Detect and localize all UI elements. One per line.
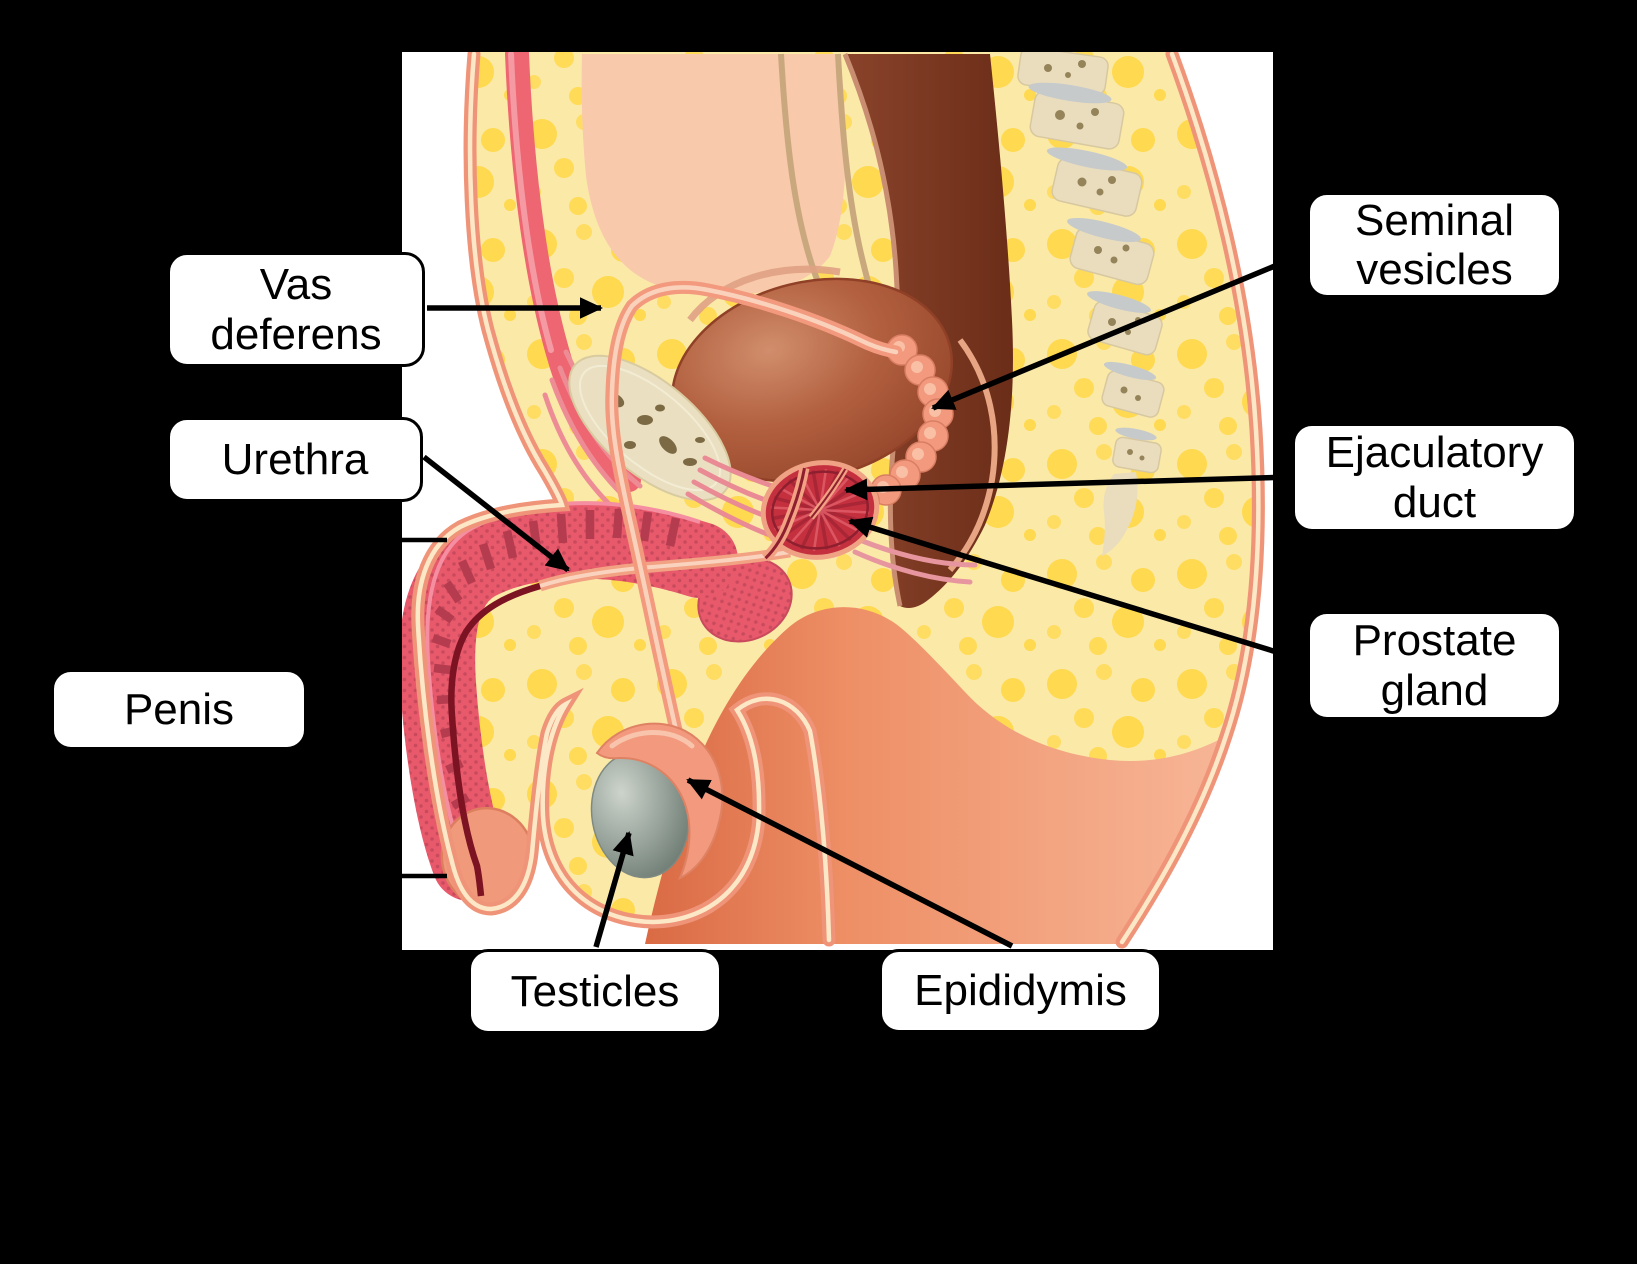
- abdominal-cavity: [581, 54, 846, 296]
- penile-urethra: [448, 582, 541, 897]
- label-seminal-vesicles[interactable]: Seminal vesicles: [1307, 192, 1562, 298]
- vas-deferens-duct: [605, 280, 903, 763]
- label-prostate-gland[interactable]: Prostate gland: [1307, 611, 1562, 720]
- label-urethra-text: Urethra: [221, 434, 369, 484]
- label-vas-deferens[interactable]: Vas deferens: [167, 252, 425, 367]
- label-testicles-text: Testicles: [510, 966, 680, 1016]
- corpus-cavernosum: [402, 502, 738, 901]
- label-penis[interactable]: Penis: [51, 669, 307, 750]
- label-urethra[interactable]: Urethra: [167, 417, 423, 502]
- label-epididymis-text: Epididymis: [914, 966, 1127, 1016]
- label-ejaculatory-duct[interactable]: Ejaculatory duct: [1292, 423, 1577, 532]
- label-penis-text: Penis: [123, 684, 235, 734]
- label-prostate-gland-text: Prostate gland: [1352, 616, 1517, 715]
- anatomy-illustration: [402, 52, 1273, 950]
- label-ejaculatory-duct-text: Ejaculatory duct: [1325, 428, 1544, 527]
- label-epididymis[interactable]: Epididymis: [879, 949, 1162, 1033]
- label-testicles[interactable]: Testicles: [468, 949, 722, 1034]
- label-vas-deferens-text: Vas deferens: [210, 260, 382, 359]
- label-seminal-vesicles-text: Seminal vesicles: [1355, 195, 1514, 294]
